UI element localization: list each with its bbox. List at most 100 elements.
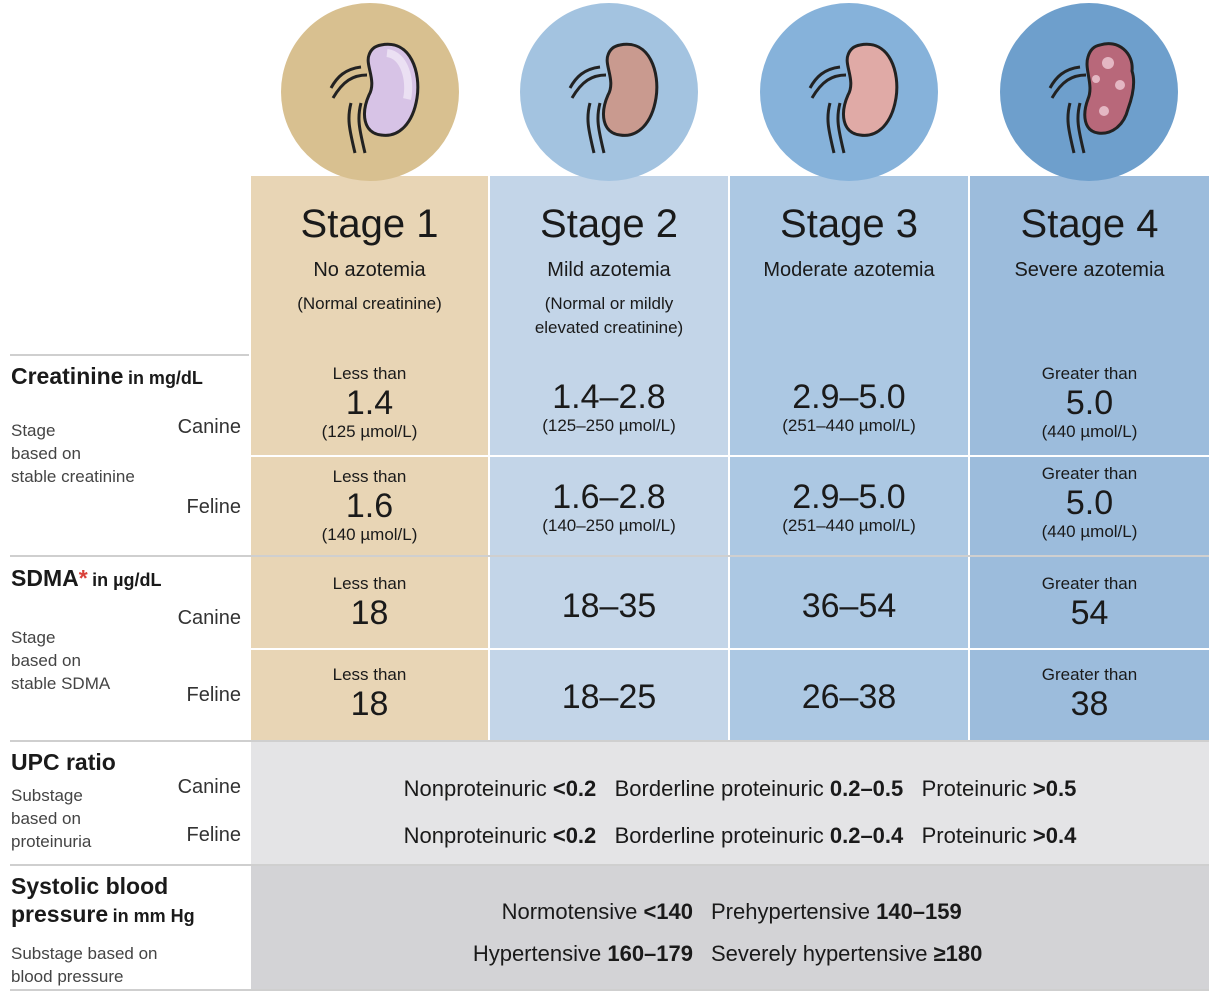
value: 18 bbox=[350, 594, 389, 632]
stage-1-column bbox=[251, 176, 488, 741]
value: 38 bbox=[1070, 685, 1109, 723]
value: 54 bbox=[1070, 594, 1109, 632]
divider bbox=[10, 989, 1209, 991]
value-qualifier: Greater than bbox=[1041, 464, 1138, 483]
sdma-desc: stable SDMA bbox=[11, 674, 111, 693]
si-value: (251–440 µmol/L) bbox=[782, 416, 916, 435]
upc-value: 0.2–0.5 bbox=[829, 776, 904, 801]
kidney-icon bbox=[329, 42, 420, 154]
species-label-feline: Feline bbox=[186, 684, 241, 706]
stage-subtitle: Mild azotemia bbox=[547, 259, 671, 281]
stage-4-kidney-circle bbox=[1000, 3, 1178, 181]
stage-1-kidney-circle bbox=[281, 3, 459, 181]
creatinine-canine-stage-4: Greater than 5.0 (440 µmol/L) bbox=[970, 364, 1209, 442]
si-value: (140–250 µmol/L) bbox=[542, 516, 676, 535]
stage-title: Stage 2 bbox=[540, 202, 678, 246]
creatinine-canine-stage-1: Less than 1.4 (125 µmol/L) bbox=[251, 364, 488, 442]
divider bbox=[10, 555, 1209, 557]
sdma-canine-stage-2: 18–35 bbox=[490, 587, 728, 625]
value: 5.0 bbox=[1065, 484, 1114, 522]
creatinine-desc: based on bbox=[11, 444, 81, 463]
value: 18–35 bbox=[561, 587, 657, 625]
sdma-feline-stage-2: 18–25 bbox=[490, 678, 728, 716]
bp-desc: blood pressure bbox=[11, 967, 124, 986]
bp-heading: pressure bbox=[11, 901, 109, 927]
value: 5.0 bbox=[1065, 384, 1114, 422]
stage-4-column bbox=[970, 176, 1209, 741]
creatinine-feline-stage-3: 2.9–5.0 (251–440 µmol/L) bbox=[730, 478, 968, 536]
stage-title: Stage 3 bbox=[780, 202, 918, 246]
value: 1.4 bbox=[345, 384, 394, 422]
value: 2.9–5.0 bbox=[792, 378, 906, 416]
stage-subtitle: Moderate azotemia bbox=[763, 259, 935, 281]
sdma-unit: in µg/dL bbox=[92, 570, 162, 590]
kidney-icon bbox=[808, 42, 899, 154]
creatinine-feline-stage-2: 1.6–2.8 (140–250 µmol/L) bbox=[490, 478, 728, 536]
species-label-canine: Canine bbox=[177, 776, 241, 798]
value: 1.6–2.8 bbox=[552, 478, 666, 516]
creatinine-desc: Stage bbox=[11, 421, 56, 440]
divider bbox=[251, 455, 1209, 457]
value: 18–25 bbox=[561, 678, 657, 716]
value: 18 bbox=[350, 685, 389, 723]
divider bbox=[10, 740, 1209, 742]
bp-unit: in mm Hg bbox=[112, 906, 195, 926]
kidney-icon bbox=[1048, 42, 1136, 154]
species-label-canine: Canine bbox=[177, 607, 241, 629]
si-value: (440 µmol/L) bbox=[1041, 422, 1138, 441]
creatinine-desc: stable creatinine bbox=[11, 467, 135, 486]
si-value: (251–440 µmol/L) bbox=[782, 516, 916, 535]
value-qualifier: Less than bbox=[332, 467, 407, 486]
si-value: (140 µmol/L) bbox=[321, 525, 418, 544]
creatinine-heading: Creatinine bbox=[11, 363, 124, 389]
species-label-feline: Feline bbox=[186, 824, 241, 846]
species-label-canine: Canine bbox=[177, 416, 241, 438]
stage-title: Stage 4 bbox=[1020, 202, 1159, 246]
upc-feline-row: Nonproteinuric <0.2 Borderline proteinur… bbox=[251, 823, 1219, 849]
sdma-canine-stage-1: Less than 18 bbox=[251, 574, 488, 632]
bp-value: 140–159 bbox=[876, 899, 962, 924]
upc-label: Proteinuric bbox=[921, 776, 1033, 801]
bp-value: 160–179 bbox=[607, 941, 693, 966]
si-value: (440 µmol/L) bbox=[1041, 522, 1138, 541]
upc-label: Nonproteinuric bbox=[403, 823, 553, 848]
upc-value: <0.2 bbox=[552, 823, 597, 848]
sdma-feline-stage-3: 26–38 bbox=[730, 678, 968, 716]
bp-label: Hypertensive bbox=[472, 941, 608, 966]
bp-heading-group: Systolic blood pressure in mm Hg bbox=[11, 872, 195, 928]
sdma-desc: based on bbox=[11, 651, 81, 670]
bp-value: <140 bbox=[643, 899, 693, 924]
upc-value: >0.5 bbox=[1032, 776, 1077, 801]
bp-value: ≥180 bbox=[933, 941, 983, 966]
bp-desc: Substage based on bbox=[11, 944, 158, 963]
upc-desc: Substage bbox=[11, 786, 83, 805]
stage-note: (Normal or mildly elevated creatinine) bbox=[534, 294, 684, 337]
creatinine-canine-stage-2: 1.4–2.8 (125–250 µmol/L) bbox=[490, 378, 728, 436]
sdma-canine-stage-4: Greater than 54 bbox=[970, 574, 1209, 632]
value: 36–54 bbox=[801, 587, 897, 625]
upc-desc: proteinuria bbox=[11, 832, 92, 851]
upc-label: Nonproteinuric bbox=[403, 776, 553, 801]
sdma-feline-stage-4: Greater than 38 bbox=[970, 665, 1209, 723]
upc-heading: UPC ratio bbox=[11, 749, 116, 775]
stage-note: (Normal creatinine) bbox=[297, 294, 442, 313]
sdma-canine-stage-3: 36–54 bbox=[730, 587, 968, 625]
creatinine-heading-group: Creatinine in mg/dL bbox=[11, 362, 203, 390]
si-value: (125 µmol/L) bbox=[321, 422, 418, 441]
creatinine-canine-stage-3: 2.9–5.0 (251–440 µmol/L) bbox=[730, 378, 968, 436]
stage-subtitle: No azotemia bbox=[313, 259, 426, 281]
sdma-heading: SDMA bbox=[11, 565, 79, 591]
value-qualifier: Greater than bbox=[1041, 574, 1138, 593]
value-qualifier: Less than bbox=[332, 574, 407, 593]
value: 1.6 bbox=[345, 487, 394, 525]
bp-label: Prehypertensive bbox=[711, 899, 877, 924]
value-qualifier: Greater than bbox=[1041, 665, 1138, 684]
stage-2-kidney-circle bbox=[520, 3, 698, 181]
upc-canine-row: Nonproteinuric <0.2 Borderline proteinur… bbox=[251, 776, 1219, 802]
creatinine-unit: in mg/dL bbox=[127, 368, 203, 388]
si-value: (125–250 µmol/L) bbox=[542, 416, 676, 435]
stage-subtitle: Severe azotemia bbox=[1014, 259, 1165, 281]
creatinine-feline-stage-4: Greater than 5.0 (440 µmol/L) bbox=[970, 464, 1209, 542]
asterisk-icon: * bbox=[78, 565, 88, 591]
upc-value: <0.2 bbox=[552, 776, 597, 801]
